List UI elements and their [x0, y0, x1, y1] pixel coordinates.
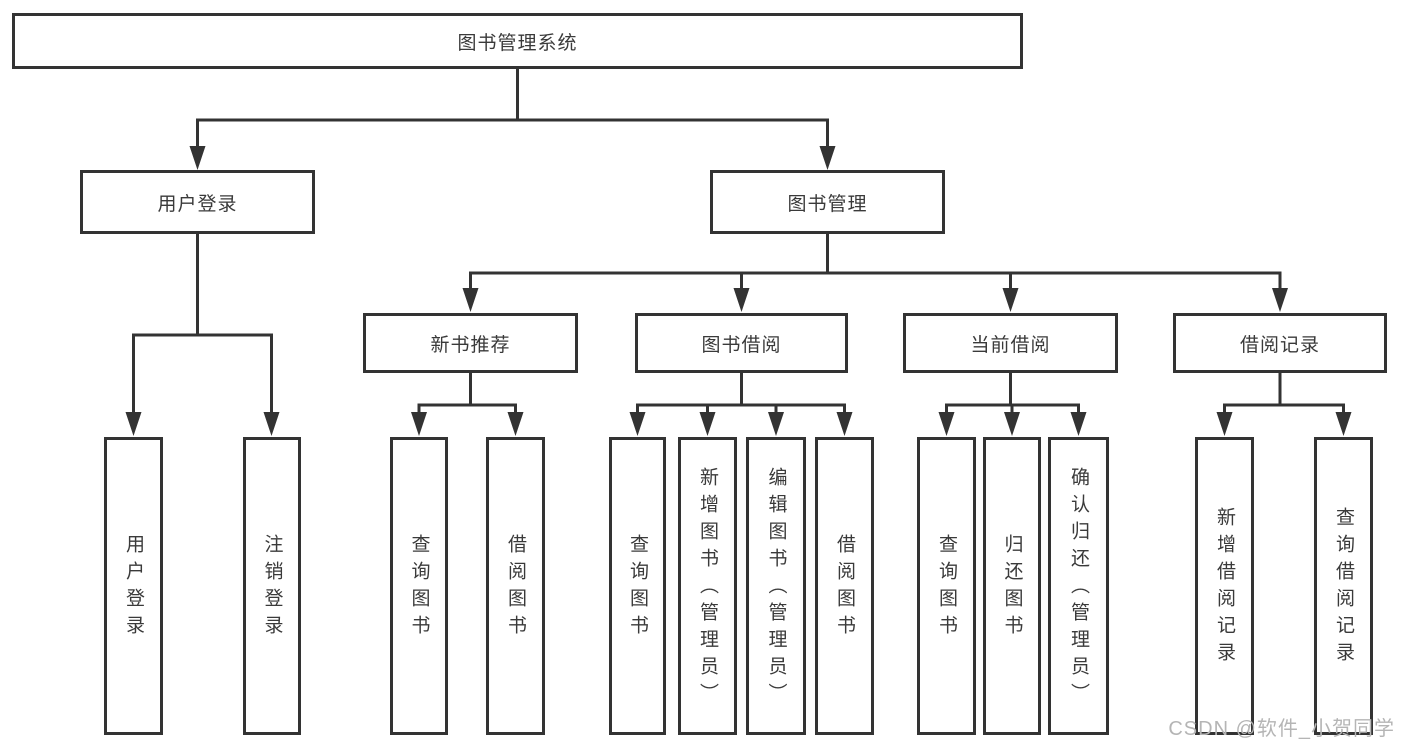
leaf-add-borrow-record: 新增借阅记录	[1195, 437, 1254, 735]
leaf-add-book-admin: 新增图书（管理员）	[678, 437, 737, 735]
leaf-user-login: 用户登录	[104, 437, 163, 735]
leaf-return-book: 归还图书	[983, 437, 1041, 735]
connector-root-to-level2	[189, 69, 836, 170]
node-new-book-recommend: 新书推荐	[363, 313, 578, 373]
connector-borrowing-records-to-leaves	[1216, 373, 1352, 436]
node-user-login: 用户登录	[80, 170, 315, 234]
leaf-borrow-book-1: 借阅图书	[486, 437, 545, 735]
leaf-edit-book-admin: 编辑图书（管理员）	[746, 437, 806, 735]
leaf-logout: 注销登录	[243, 437, 301, 735]
connector-book-mgmt-to-level3	[462, 234, 1288, 312]
leaf-query-book-2: 查询图书	[609, 437, 666, 735]
node-borrowing-records: 借阅记录	[1173, 313, 1387, 373]
leaf-query-book-1: 查询图书	[390, 437, 448, 735]
node-book-management: 图书管理	[710, 170, 945, 234]
leaf-confirm-return-admin: 确认归还（管理员）	[1048, 437, 1109, 735]
node-current-borrowing: 当前借阅	[903, 313, 1118, 373]
connector-book-borrowing-to-leaves	[629, 373, 853, 436]
node-book-borrowing: 图书借阅	[635, 313, 848, 373]
connector-current-borrowing-to-leaves	[938, 373, 1087, 436]
leaf-query-book-3: 查询图书	[917, 437, 976, 735]
connector-new-book-rec-to-leaves	[411, 373, 524, 436]
csdn-watermark: CSDN @软件_小贺同学	[1168, 718, 1395, 740]
node-root-library-system: 图书管理系统	[12, 13, 1023, 69]
connector-user-login-to-leaves	[125, 234, 280, 436]
leaf-borrow-book-2: 借阅图书	[815, 437, 874, 735]
leaf-query-borrow-record: 查询借阅记录	[1314, 437, 1373, 735]
